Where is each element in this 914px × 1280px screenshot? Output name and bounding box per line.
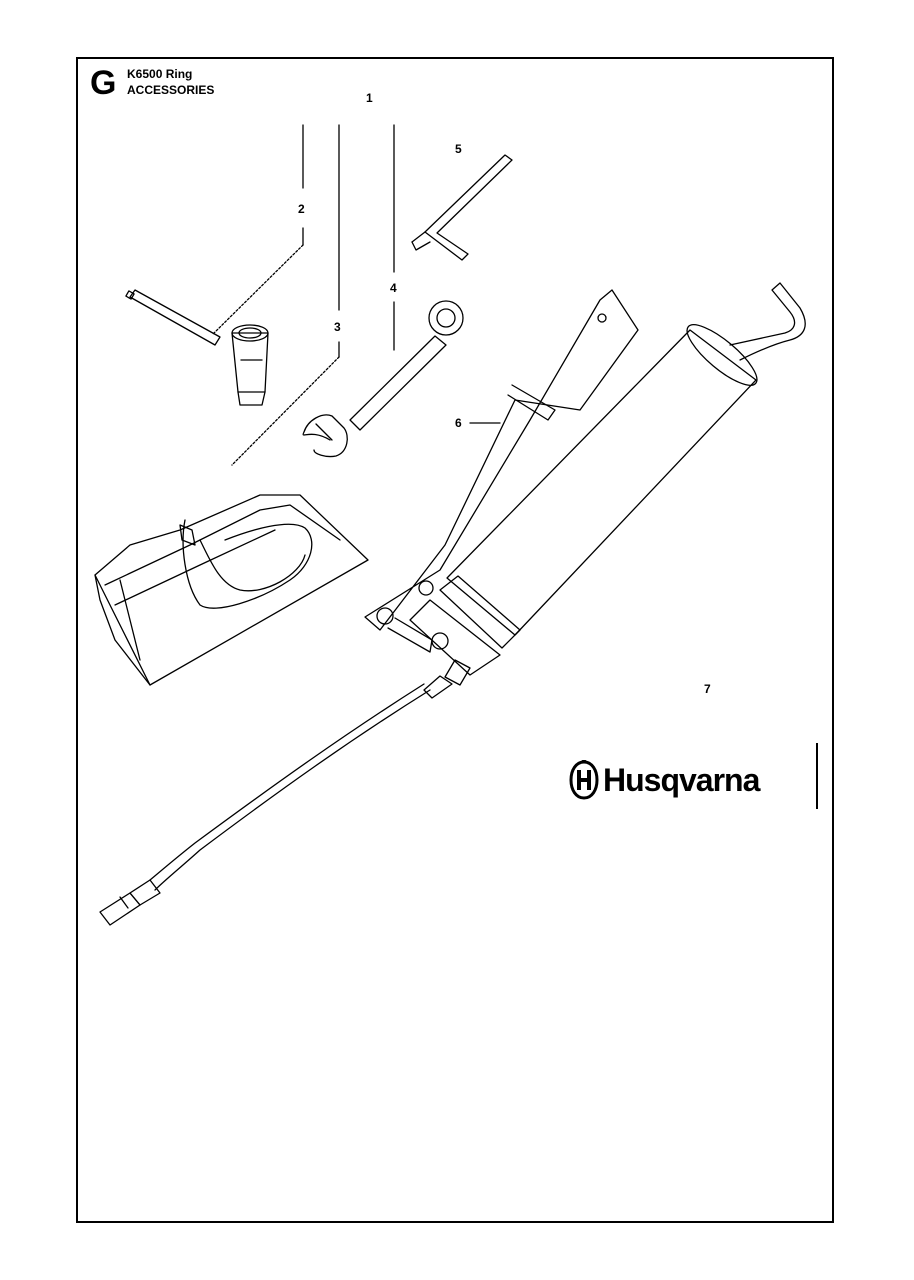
tool-bag-drawing [94, 494, 369, 686]
leader-lines [211, 124, 501, 466]
callout-1: 1 [366, 91, 373, 105]
page-border [76, 57, 834, 1223]
callout-3: 3 [334, 320, 341, 334]
callout-6: 6 [455, 416, 462, 430]
brand-name: Husqvarna [603, 761, 760, 798]
grease-gun-drawing [99, 282, 806, 926]
model-name: K6500 Ring [127, 67, 193, 81]
hex-key-drawing [411, 154, 513, 261]
socket-wrench-drawing [125, 289, 269, 406]
section-title: ACCESSORIES [127, 83, 215, 97]
callout-4: 4 [390, 281, 397, 295]
callout-2: 2 [298, 202, 305, 216]
callout-7: 7 [704, 682, 711, 696]
section-letter: G [90, 64, 117, 102]
husqvarna-brand: Husqvarna [568, 758, 760, 802]
callout-5: 5 [455, 142, 462, 156]
side-rule [816, 743, 818, 809]
combination-spanner-drawing [302, 300, 464, 458]
husqvarna-crown-logo-icon [569, 760, 599, 800]
